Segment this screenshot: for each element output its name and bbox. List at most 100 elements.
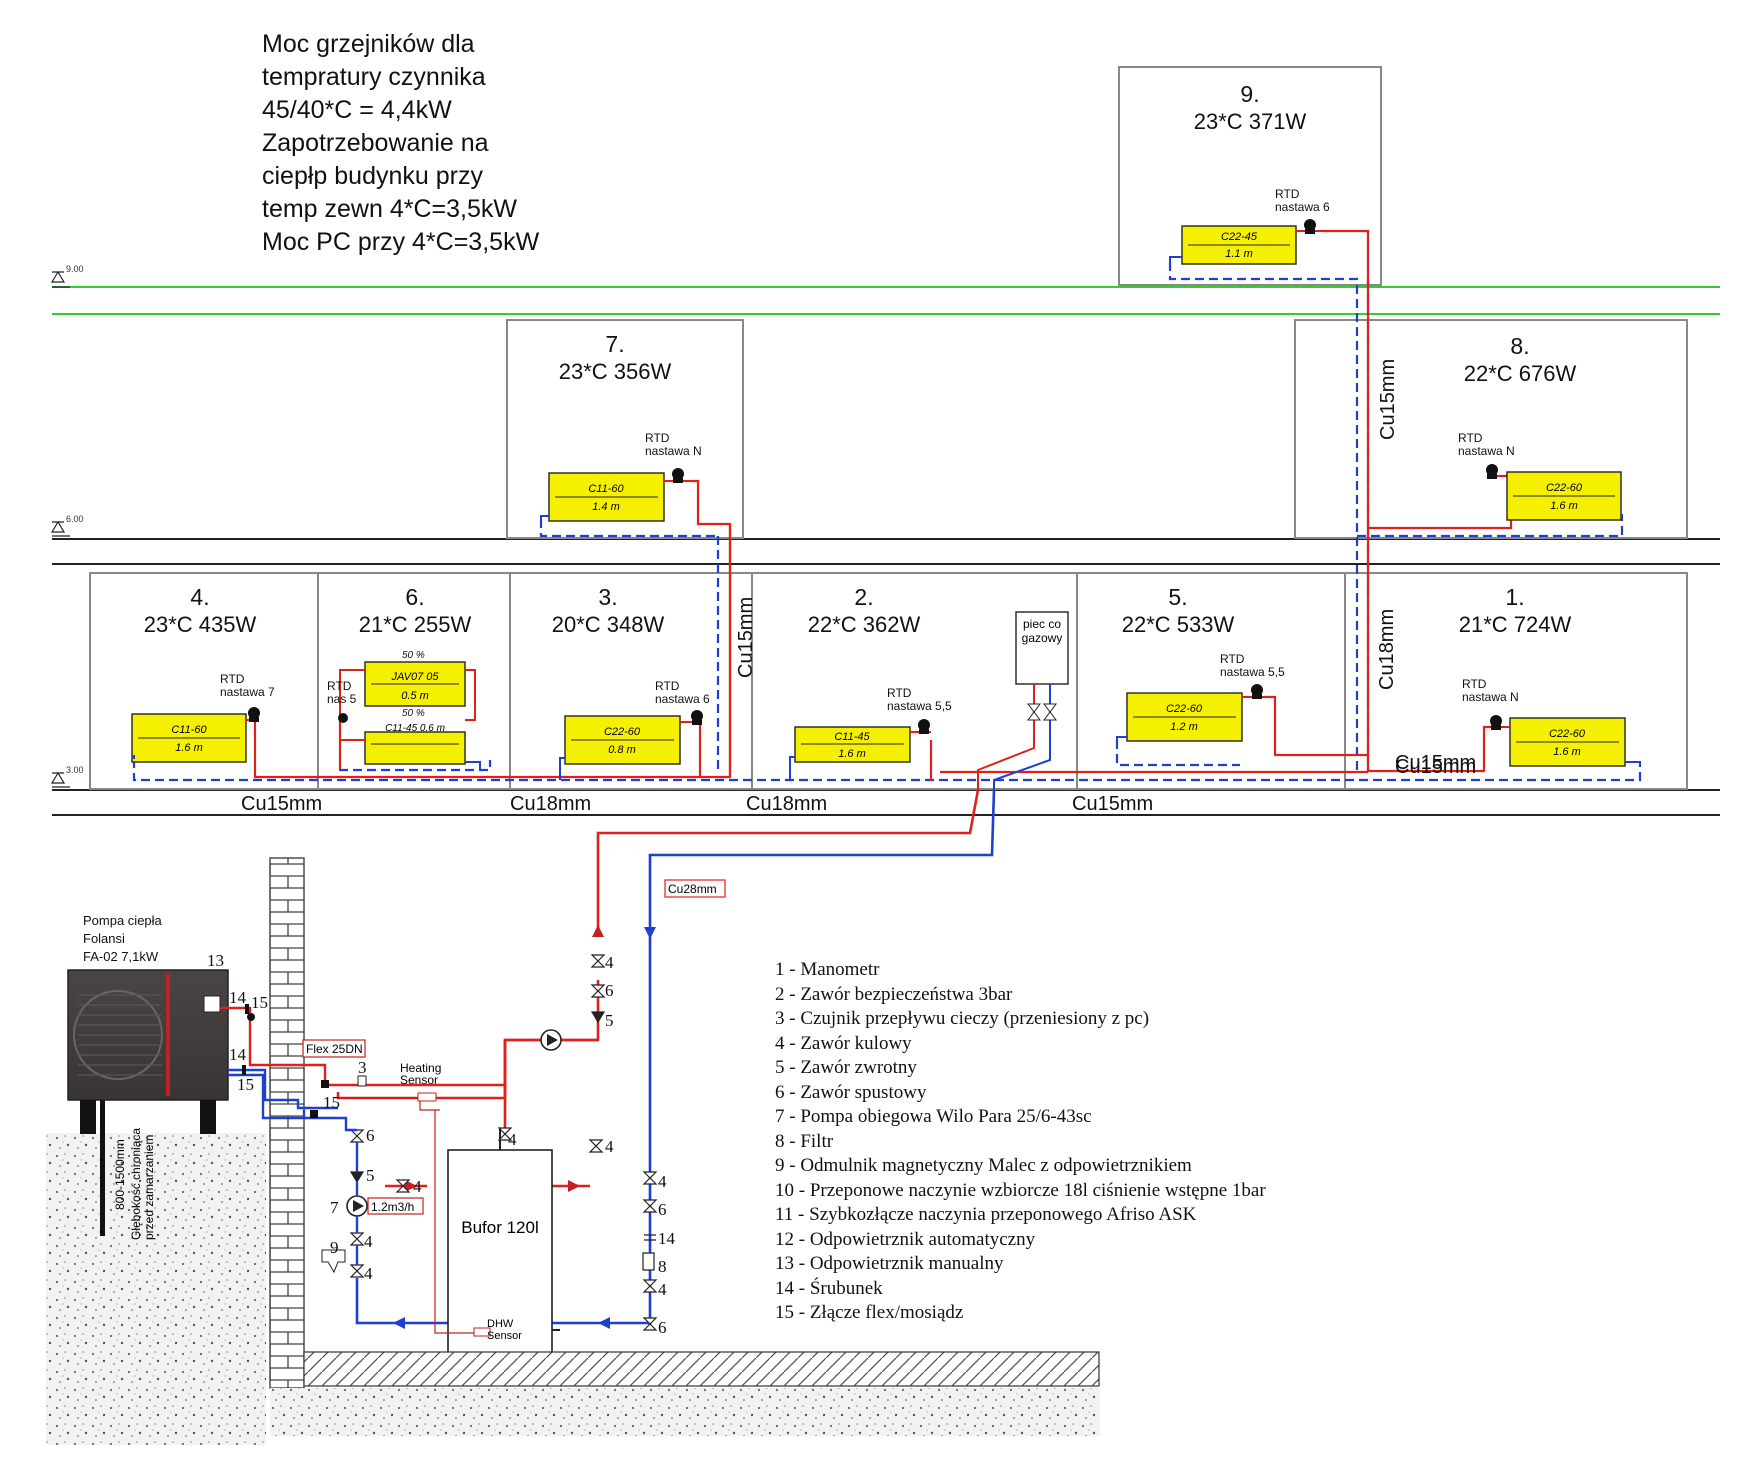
heat-pump-unit bbox=[67, 969, 229, 1236]
room-info: 20*C 348W bbox=[551, 612, 665, 637]
note-line: 45/40*C = 4,4kW bbox=[262, 96, 452, 124]
split-percent: 50 % bbox=[402, 650, 425, 661]
svg-text:1.1 m: 1.1 m bbox=[1225, 248, 1253, 260]
svg-text:1.2 m: 1.2 m bbox=[1170, 721, 1198, 733]
radiator: C11-45 1.6 m bbox=[794, 726, 911, 763]
legend-item: 9 - Odmulnik magnetyczny Malec z odpowie… bbox=[775, 1155, 1192, 1176]
ground bbox=[270, 1388, 1100, 1436]
rtd-valves bbox=[248, 219, 1502, 734]
legend-item: 8 - Filtr bbox=[775, 1130, 834, 1152]
depth-note: Głębokość chroniąca bbox=[129, 1128, 143, 1240]
note-line: Moc grzejników dla bbox=[262, 30, 475, 58]
level-label: 3.00 bbox=[66, 765, 84, 775]
legend-item: 2 - Zawór bezpieczeństwa 3bar bbox=[775, 983, 1013, 1005]
note-line: Moc PC przy 4*C=3,5kW bbox=[262, 228, 540, 256]
room-number: 6. bbox=[405, 584, 425, 610]
ground bbox=[46, 1133, 266, 1445]
svg-text:1.6 m: 1.6 m bbox=[175, 742, 203, 754]
svg-text:1.4 m: 1.4 m bbox=[592, 501, 620, 513]
svg-text:C22-60: C22-60 bbox=[1549, 728, 1586, 740]
brick-wall bbox=[269, 857, 305, 1389]
room-number: 1. bbox=[1505, 584, 1525, 610]
legend-item: 4 - Zawór kulowy bbox=[775, 1032, 912, 1054]
depth-note: przed zamarzaniem bbox=[142, 1135, 156, 1240]
room-label: 4. 23*C 435W bbox=[120, 583, 280, 639]
marker: 4 bbox=[658, 1280, 667, 1299]
legend-item: 1 - Manometr bbox=[775, 959, 880, 980]
rtd-label: nastawa 7 bbox=[220, 685, 275, 699]
heat-pump-connections bbox=[220, 1006, 505, 1265]
pipe-size-label: Cu18mm bbox=[510, 793, 591, 815]
marker: 4 bbox=[605, 953, 614, 972]
svg-text:C11-60: C11-60 bbox=[171, 724, 207, 736]
svg-text:Sensor: Sensor bbox=[487, 1330, 522, 1342]
rtd-label: nastawa 5,5 bbox=[1220, 665, 1285, 679]
room-number: 7. bbox=[605, 331, 625, 357]
radiators: C22-45 1.1 m C11-60 1.4 m C22-60 1.6 m C… bbox=[131, 225, 1626, 767]
buffer-tank: Bufor 120l DHW Sensor bbox=[434, 1110, 560, 1362]
svg-text:C22-60: C22-60 bbox=[1546, 482, 1583, 494]
room-info: 21*C 255W bbox=[358, 612, 472, 637]
marker: 15 bbox=[323, 1093, 340, 1112]
radiator: C11-45 0.6 m bbox=[364, 723, 466, 765]
radiator: C22-60 1.6 m bbox=[1509, 717, 1626, 767]
room-label: 5. 22*C 533W bbox=[1098, 583, 1258, 639]
gas-boiler: piec co gazowy bbox=[977, 611, 1069, 790]
room-info: 23*C 435W bbox=[143, 612, 257, 637]
svg-text:DHW: DHW bbox=[487, 1318, 514, 1330]
marker: 6 bbox=[658, 1318, 667, 1337]
legend-item: 10 - Przeponowe naczynie wzbiorcze 18l c… bbox=[775, 1179, 1266, 1201]
legend-item: 13 - Odpowietrznik manualny bbox=[775, 1253, 1004, 1274]
room-number: 3. bbox=[598, 584, 618, 610]
note-line: temp zewn 4*C=3,5kW bbox=[262, 195, 517, 223]
marker: 5 bbox=[605, 1011, 614, 1030]
svg-text:C22-60: C22-60 bbox=[604, 726, 641, 738]
rtd-label: nas 5 bbox=[327, 692, 357, 706]
svg-text:1.6 m: 1.6 m bbox=[1550, 500, 1578, 512]
legend-item: 3 - Czujnik przepływu cieczy (przeniesio… bbox=[775, 1008, 1150, 1029]
room-info: 22*C 676W bbox=[1463, 361, 1577, 386]
pipe-size-label: Cu15mm bbox=[1395, 752, 1477, 774]
room-number: 8. bbox=[1510, 333, 1530, 359]
heat-pump-label: Pompa ciepła Folansi FA-02 7,1kW bbox=[83, 913, 162, 964]
legend-item: 7 - Pompa obiegowa Wilo Para 25/6-43sc bbox=[775, 1106, 1092, 1127]
svg-text:0.5 m: 0.5 m bbox=[401, 690, 429, 702]
rtd-label: RTD bbox=[220, 672, 245, 686]
svg-text:C22-60: C22-60 bbox=[1166, 703, 1203, 715]
svg-text:0.8 m: 0.8 m bbox=[608, 744, 636, 756]
rtd-label: RTD bbox=[887, 686, 912, 700]
svg-text:1.2m3/h: 1.2m3/h bbox=[371, 1200, 414, 1214]
rtd-label: nastawa 6 bbox=[1275, 200, 1330, 214]
rooms bbox=[89, 66, 1688, 790]
floor-slab bbox=[303, 1351, 1100, 1387]
rtd-label: RTD bbox=[1462, 677, 1487, 691]
legend-item: 12 - Odpowietrznik automatyczny bbox=[775, 1228, 1036, 1250]
power-notes: Moc grzejników dla tempratury czynnika 4… bbox=[262, 28, 539, 259]
room-info: 21*C 724W bbox=[1458, 612, 1572, 637]
room-number: 5. bbox=[1168, 584, 1188, 610]
rtd-label: nastawa 6 bbox=[655, 692, 710, 706]
rtd-label: nastawa N bbox=[645, 444, 702, 458]
note-line: Zapotrzebowanie na bbox=[262, 129, 489, 157]
legend-item: 11 - Szybkozłącze naczynia przeponowego … bbox=[775, 1204, 1197, 1225]
radiator: C22-60 1.6 m bbox=[1506, 471, 1622, 521]
flow-arrows bbox=[393, 925, 656, 1329]
room-7 bbox=[506, 319, 744, 539]
marker: 8 bbox=[658, 1257, 667, 1276]
fittings bbox=[242, 1004, 367, 1118]
pipe-size-label: Cu15mm bbox=[1072, 793, 1153, 815]
room-label: 8. 22*C 676W bbox=[1435, 332, 1605, 388]
legend-item: 6 - Zawór spustowy bbox=[775, 1081, 927, 1103]
svg-text:1.6 m: 1.6 m bbox=[838, 748, 866, 760]
room-info: 22*C 533W bbox=[1121, 612, 1235, 637]
legend-item: 15 - Złącze flex/mosiądz bbox=[775, 1302, 964, 1323]
legend-item: 14 - Śrubunek bbox=[775, 1277, 883, 1299]
room-label: 1. 21*C 724W bbox=[1435, 583, 1595, 639]
radiator: C22-60 0.8 m bbox=[564, 715, 681, 765]
legend-item: 5 - Zawór zwrotny bbox=[775, 1057, 917, 1078]
rtd-label: RTD bbox=[1458, 431, 1483, 445]
svg-text:C11-45: C11-45 bbox=[834, 731, 870, 743]
room-8 bbox=[1294, 319, 1688, 539]
pipe-size-label: Cu15mm bbox=[1395, 756, 1476, 778]
radiator: C11-60 1.6 m bbox=[131, 713, 247, 763]
